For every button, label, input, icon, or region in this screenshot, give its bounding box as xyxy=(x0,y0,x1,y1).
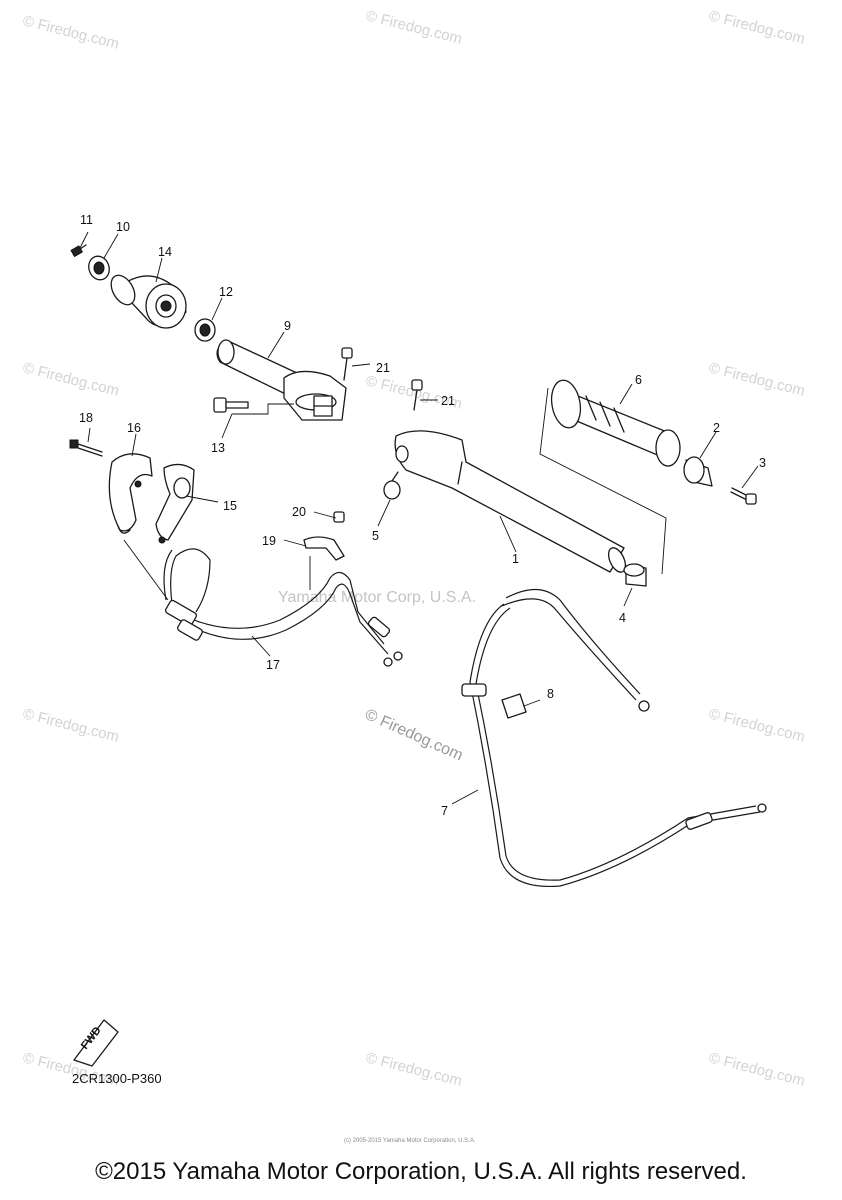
part-8-holder xyxy=(501,693,527,719)
callout-16: 16 xyxy=(127,421,141,435)
callout-6: 6 xyxy=(635,373,642,387)
callout-4: 4 xyxy=(619,611,626,625)
watermark-center-text: Yamaha Motor Corp, U.S.A. xyxy=(278,589,476,606)
callout-1: 1 xyxy=(512,552,519,566)
callout-5: 5 xyxy=(372,529,379,543)
copyright-footer: ©2015 Yamaha Motor Corporation, U.S.A. A… xyxy=(95,1158,747,1185)
part-12-collar xyxy=(194,318,216,342)
watermark-text: © Firedog.com xyxy=(21,12,121,52)
callout-11: 11 xyxy=(80,213,93,227)
callout-13: 13 xyxy=(211,441,225,455)
part-10-bar-end xyxy=(88,255,110,281)
part-19-clamp xyxy=(303,536,345,561)
watermark-layer: © Firedog.com © Firedog.com © Firedog.co… xyxy=(21,7,807,1089)
part-6-grip xyxy=(550,379,681,467)
part-4-collar xyxy=(623,563,647,587)
callout-9: 9 xyxy=(284,319,291,333)
watermark-text: © Firedog.com xyxy=(707,705,807,745)
callout-17: 17 xyxy=(266,658,280,672)
callout-8: 8 xyxy=(547,687,554,701)
part-15-housing-lower xyxy=(155,463,195,544)
callout-12: 12 xyxy=(219,285,233,299)
part-21-bolt-left xyxy=(341,347,353,381)
part-13-bolt xyxy=(213,397,249,413)
watermark-text: © Firedog.com xyxy=(364,1049,464,1089)
callout-7: 7 xyxy=(441,804,448,818)
callout-15: 15 xyxy=(223,499,237,513)
callout-14: 14 xyxy=(158,245,172,259)
watermark-text: © Firedog.com xyxy=(707,1049,807,1089)
part-11-screw xyxy=(70,244,87,258)
watermark-text: © Firedog.com xyxy=(707,359,807,399)
part-1-handlebar-right xyxy=(394,430,627,573)
callout-19: 19 xyxy=(262,534,276,548)
leader-lines xyxy=(79,231,759,805)
part-20-screw xyxy=(333,511,345,523)
part-3-screw xyxy=(730,487,757,505)
callout-2: 2 xyxy=(713,421,720,435)
part-9-handlebar-left xyxy=(216,339,347,421)
watermark-big-text: © Firedog.com xyxy=(362,706,465,764)
diagram-code: 2CR1300-P360 xyxy=(72,1071,162,1086)
watermark-text: © Firedog.com xyxy=(364,7,464,47)
assembly-frame xyxy=(539,387,667,575)
part-2-bar-end xyxy=(683,456,713,487)
watermark-text: © Firedog.com xyxy=(21,359,121,399)
watermark-text: © Firedog.com xyxy=(707,7,807,47)
callout-20: 20 xyxy=(292,505,306,519)
callout-10: 10 xyxy=(116,220,130,234)
part-21-bolt-right xyxy=(411,379,423,411)
part-5-bolt xyxy=(383,471,401,500)
part-7-cable xyxy=(461,588,767,888)
callout-3: 3 xyxy=(759,456,766,470)
fwd-arrow: FWD xyxy=(73,1019,119,1067)
part-18-screw xyxy=(69,439,103,457)
callout-21-a: 21 xyxy=(376,361,390,375)
callout-numbers: 1 2 3 4 5 6 7 8 9 10 11 12 13 14 15 16 1… xyxy=(79,213,766,818)
part-16-housing-upper xyxy=(108,453,153,534)
part-14-throttle-grip xyxy=(110,274,187,329)
fine-print: (c) 2005-2015 Yamaha Motor Corporation, … xyxy=(344,1138,476,1144)
callout-18: 18 xyxy=(79,411,93,425)
callout-21-b: 21 xyxy=(441,394,455,408)
watermark-text: © Firedog.com xyxy=(21,705,121,745)
part-17-throttle-cable xyxy=(163,548,403,667)
